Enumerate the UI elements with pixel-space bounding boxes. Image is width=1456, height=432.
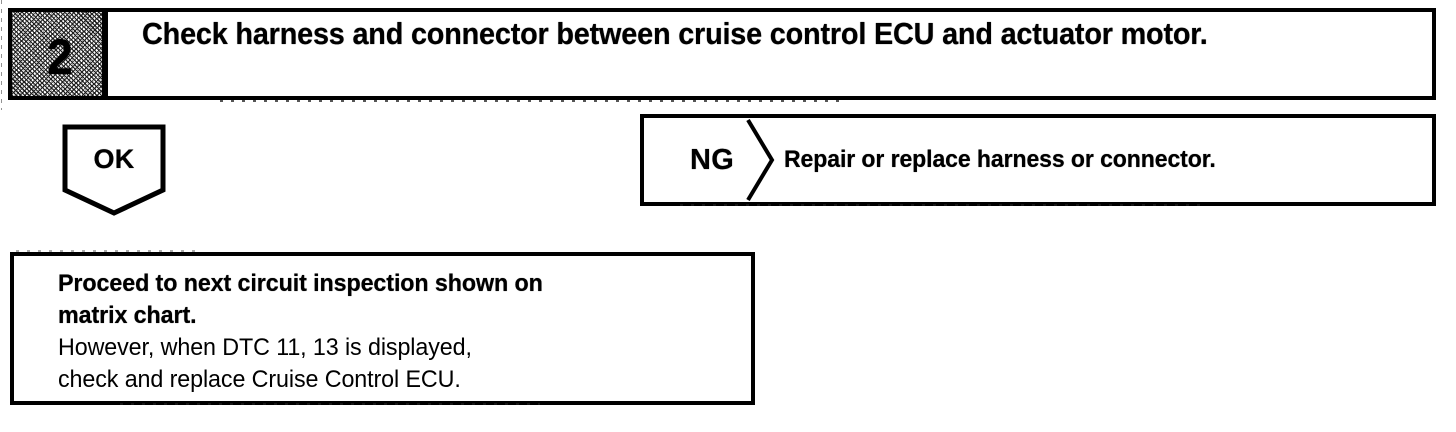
arrow-right-icon <box>744 118 776 202</box>
result-line-3: However, when DTC 11, 13 is displayed, <box>58 333 472 361</box>
scan-artifact-left-edge <box>1 0 2 110</box>
result-line-1: Proceed to next circuit inspection shown… <box>58 270 543 297</box>
result-line-4: check and replace Cruise Control ECU. <box>58 365 461 393</box>
result-line-2: matrix chart. <box>58 301 197 329</box>
ng-branch-box: NG Repair or replace harness or connecto… <box>640 114 1436 206</box>
ng-branch-label: NG <box>690 143 734 176</box>
ng-branch-action-text: Repair or replace harness or connector. <box>784 146 1216 173</box>
result-box: Proceed to next circuit inspection shown… <box>10 252 755 405</box>
step-number: 2 <box>46 29 73 85</box>
step-header-box: 2 Check harness and connector between cr… <box>8 8 1436 100</box>
ok-branch-pentagon <box>62 124 166 216</box>
scan-artifact-speckle <box>220 100 840 102</box>
step-title: Check harness and connector between crui… <box>142 17 1208 51</box>
step-number-cell: 2 <box>12 12 108 96</box>
